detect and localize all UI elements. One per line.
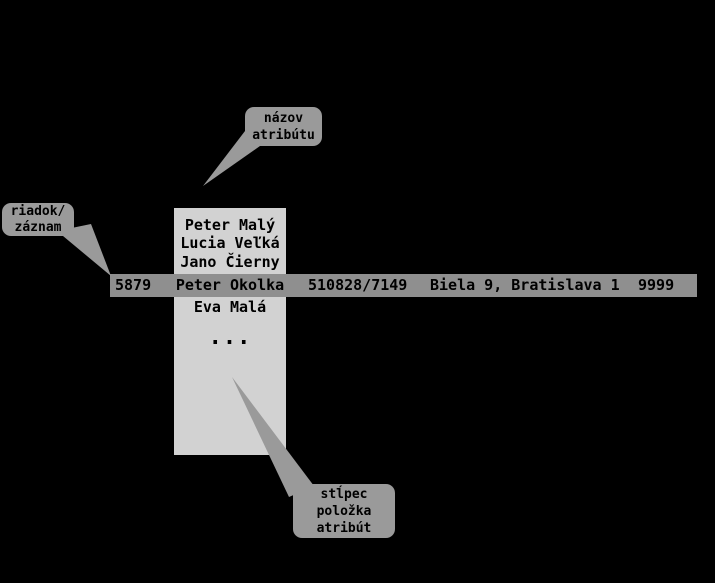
column-cell-name-3: Jano Čierny bbox=[180, 253, 280, 271]
callout-column-item-line-3: atribút bbox=[316, 521, 372, 536]
callout-attribute-name-line-1: názov bbox=[263, 111, 304, 126]
callout-column-item-line-1: stĺpec bbox=[320, 487, 368, 502]
callout-attribute-name-line-2: atribútu bbox=[252, 128, 315, 143]
column-cell-name-1: Peter Malý bbox=[184, 216, 276, 234]
callout-row-record: riadok/ záznam bbox=[2, 203, 74, 236]
column-cell-name-2: Lucia Veľká bbox=[180, 234, 280, 252]
column-cell-name-4: Eva Malá bbox=[193, 298, 267, 316]
column-ellipsis: ... bbox=[208, 325, 252, 350]
callout-row-record-line-2: záznam bbox=[14, 220, 62, 235]
callout-column-item-line-2: položka bbox=[316, 504, 372, 519]
callout-column-item: stĺpec položka atribút bbox=[293, 484, 395, 538]
callout-attribute-name: názov atribútu bbox=[245, 107, 322, 146]
row-cell-name: Peter Okolka bbox=[175, 276, 285, 294]
row-cell-address: Biela 9, Bratislava 1 bbox=[430, 276, 620, 294]
row-cell-code: 9999 bbox=[638, 276, 675, 294]
row-cell-birth-number: 510828/7149 bbox=[308, 276, 408, 294]
row-cell-id: 5879 bbox=[115, 276, 152, 294]
callout-row-record-line-1: riadok/ bbox=[10, 204, 66, 219]
highlighted-row: 5879 Peter Okolka 510828/7149 Biela 9, B… bbox=[110, 274, 697, 297]
